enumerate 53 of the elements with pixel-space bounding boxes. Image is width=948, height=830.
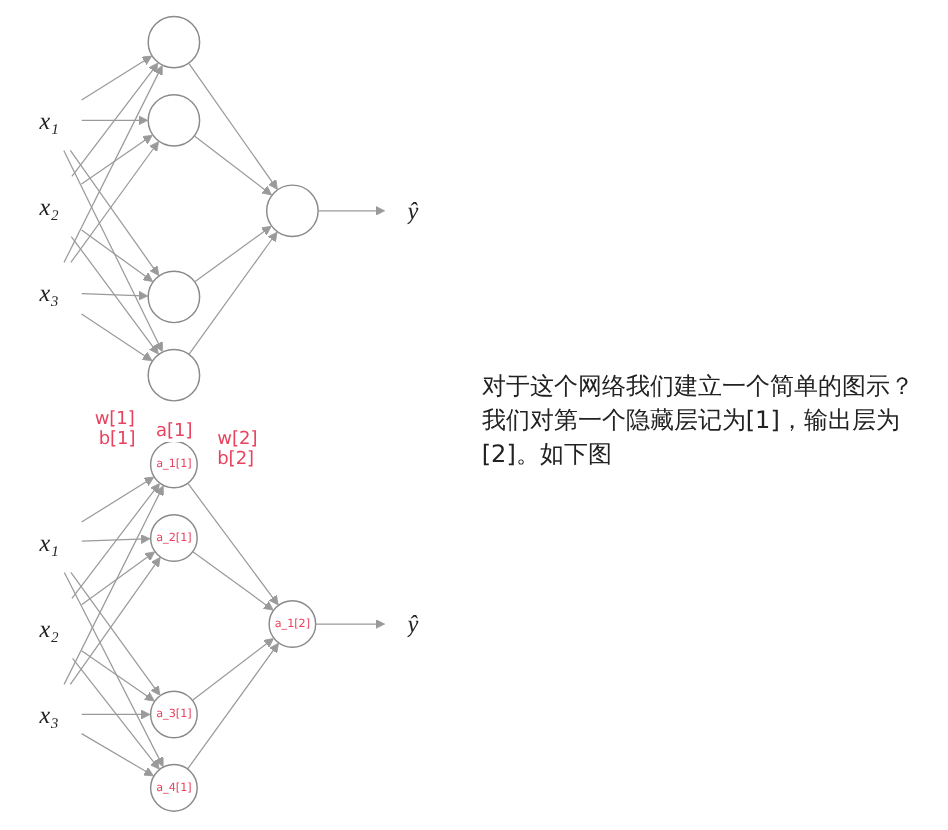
arrow <box>192 551 274 611</box>
node-text: x₃ <box>39 278 59 307</box>
arrow <box>80 229 154 282</box>
node-circle <box>147 348 201 402</box>
arrow <box>71 62 159 177</box>
node-text: ŷ <box>407 610 419 639</box>
parameter-label: w[2] <box>217 429 258 450</box>
arrow <box>81 733 154 777</box>
layer-label: a[1] <box>155 421 193 442</box>
node-text: x₂ <box>39 192 59 221</box>
node-text: x₃ <box>39 700 59 729</box>
node-text: x₂ <box>39 614 59 643</box>
arrow <box>188 231 278 355</box>
note-text: 对于这个网络我们建立一个简单的图示？我们对第一个隐藏层记为[1]，输出层为[2]。如下图 <box>481 370 916 473</box>
arrow <box>318 205 386 216</box>
arrow <box>81 313 153 362</box>
arrow <box>187 642 279 770</box>
arrow <box>194 135 272 196</box>
arrow <box>63 149 163 352</box>
arrow <box>187 483 279 606</box>
node-text: x₁ <box>39 106 59 135</box>
arrow <box>188 63 278 190</box>
node-circle <box>147 93 201 147</box>
arrow <box>81 534 151 545</box>
arrow <box>70 141 159 264</box>
arrow <box>69 149 160 276</box>
parameter-label: w[1] <box>94 409 135 430</box>
node-text: ŷ <box>407 196 419 225</box>
arrow <box>69 557 161 686</box>
parameter-label: b[2] <box>217 449 255 470</box>
arrow <box>192 638 274 701</box>
arrow <box>63 571 164 768</box>
arrow <box>80 650 155 702</box>
node-text: x₁ <box>39 528 59 557</box>
arrow <box>63 65 163 263</box>
arrow <box>81 290 149 301</box>
arrow <box>81 55 153 101</box>
arrow <box>71 483 160 599</box>
arrow <box>70 235 159 355</box>
parameter-label: b[1] <box>98 429 136 450</box>
arrow <box>315 619 386 629</box>
arrow <box>81 709 151 720</box>
arrow <box>71 657 160 770</box>
arrow <box>70 571 161 696</box>
arrow <box>81 476 155 523</box>
node-circle <box>147 15 201 69</box>
node-circle <box>147 270 201 324</box>
arrow <box>80 134 153 185</box>
arrow <box>80 551 156 606</box>
node-circle <box>265 184 319 238</box>
arrow <box>194 225 272 283</box>
arrow <box>63 485 164 685</box>
arrow <box>81 115 149 126</box>
